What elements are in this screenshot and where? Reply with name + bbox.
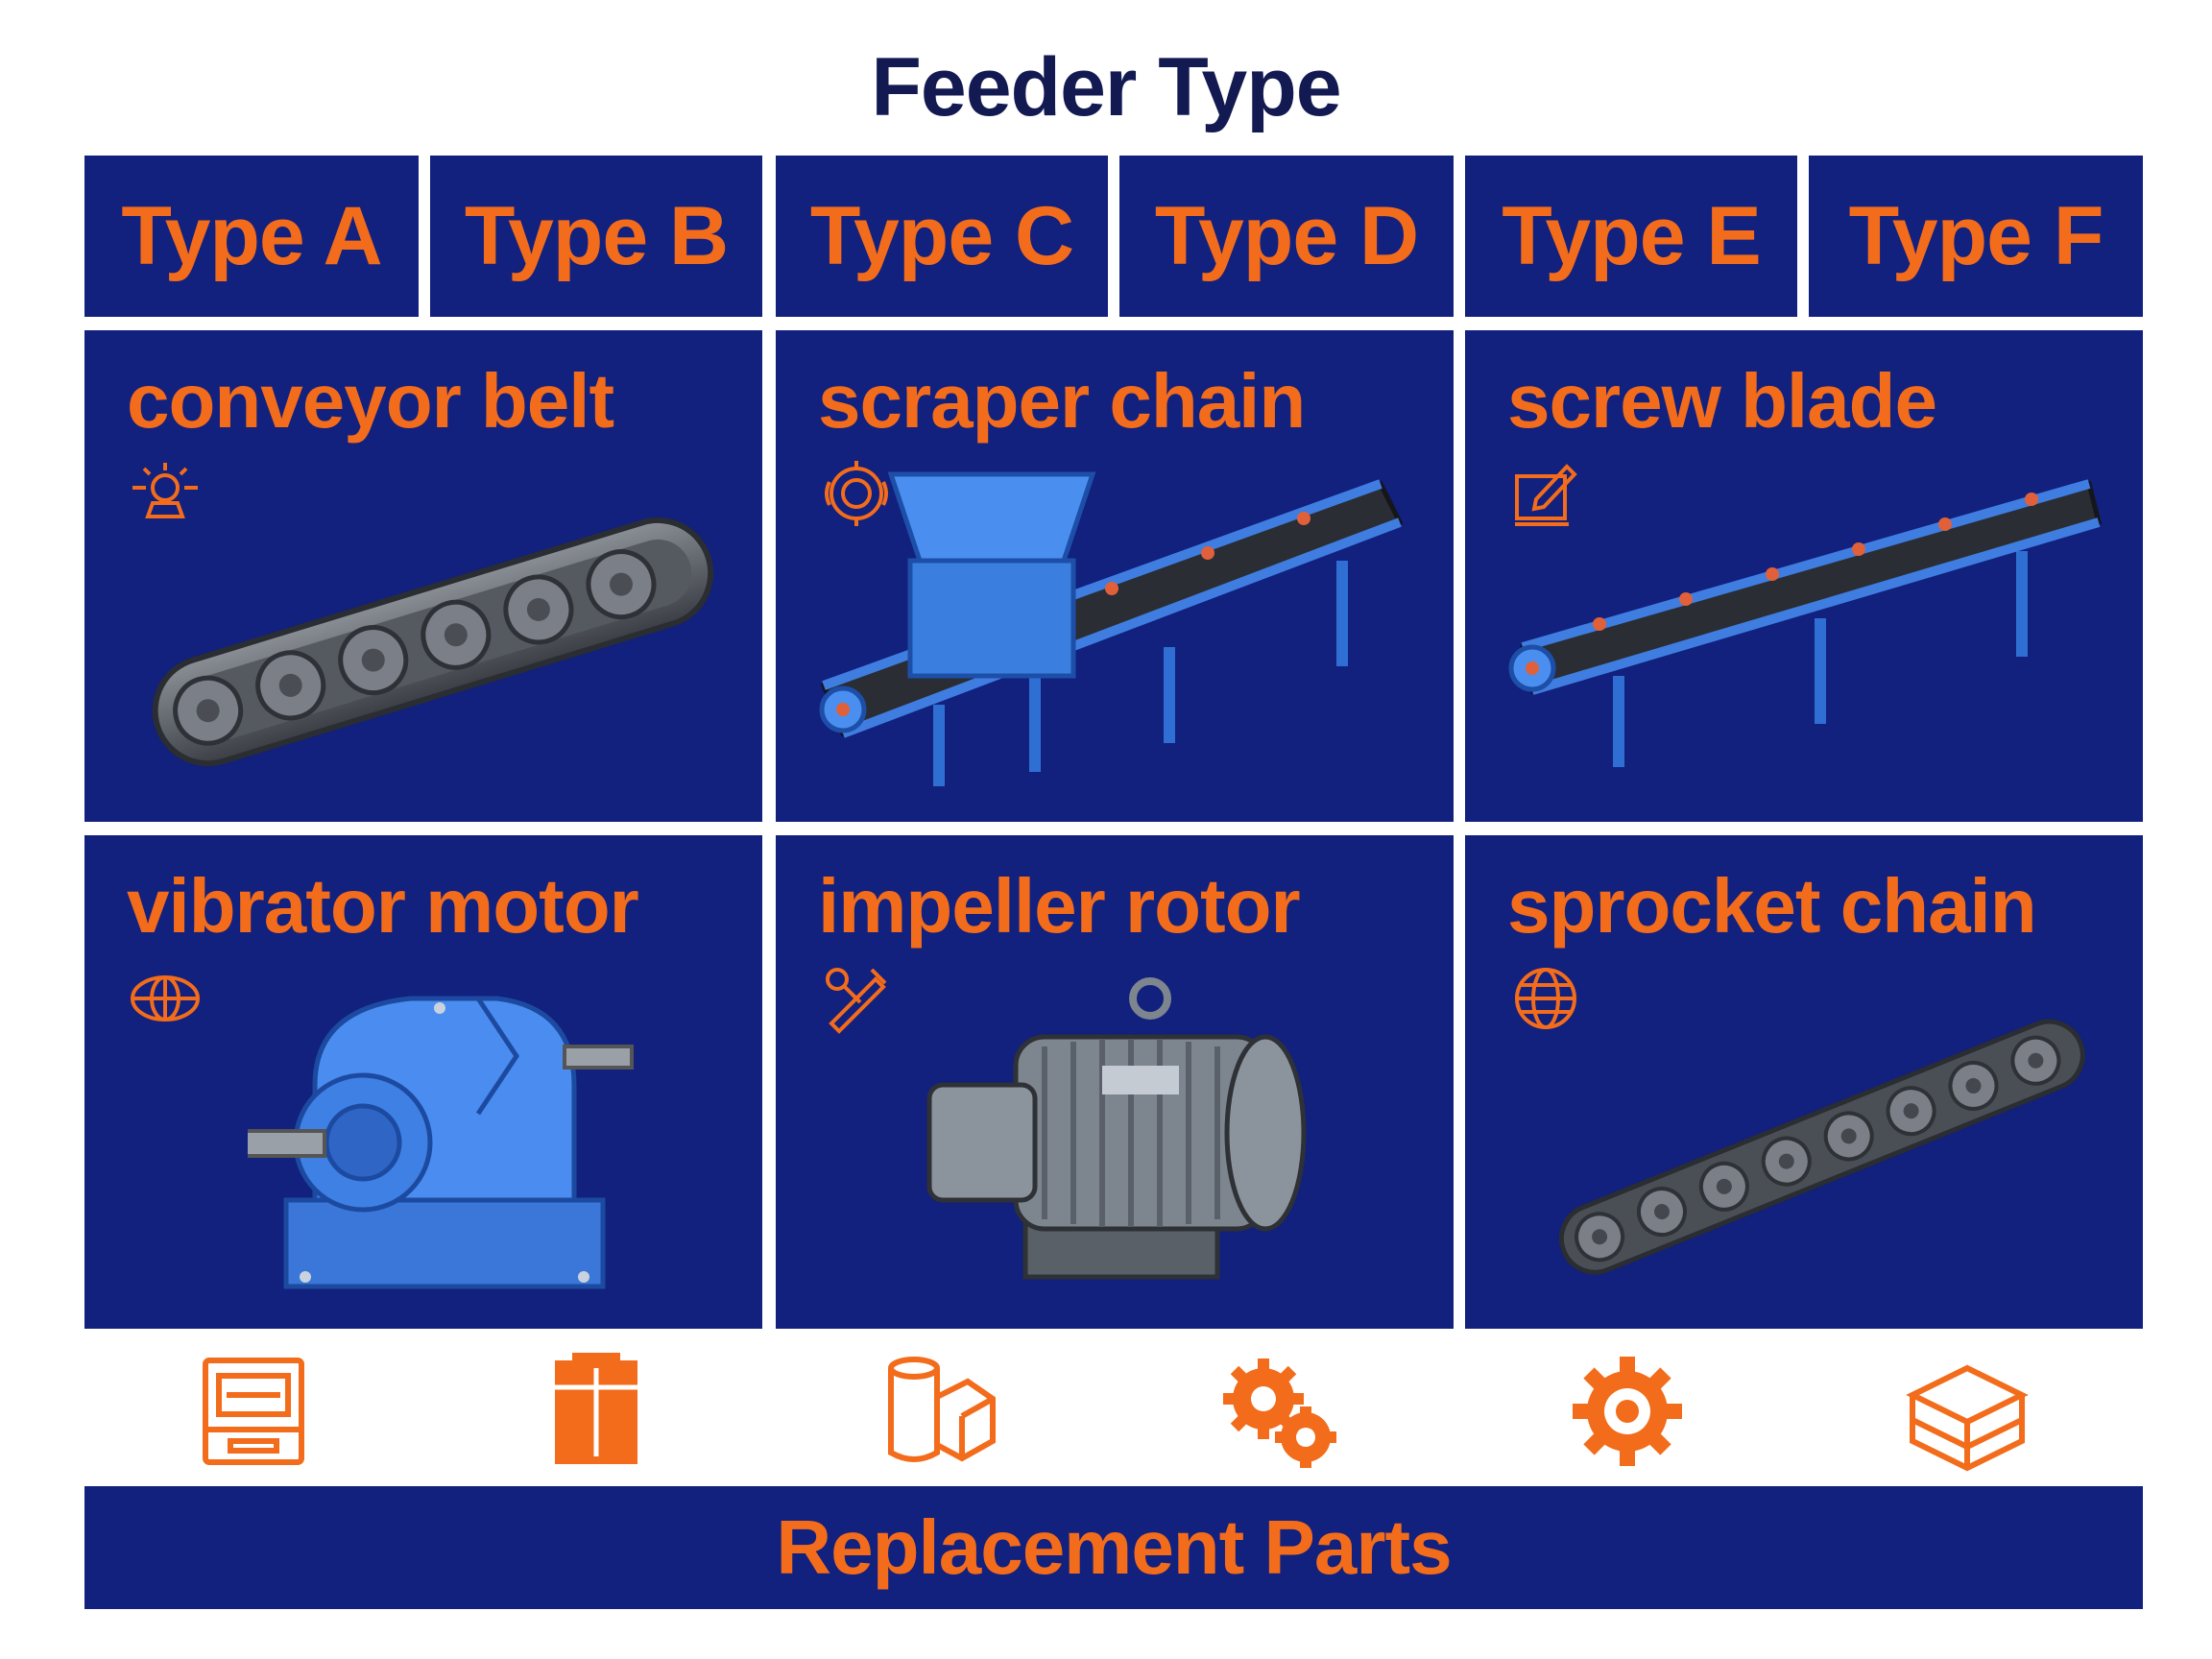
belt-conveyor-image [1508, 479, 2103, 767]
page-title: Feeder Type [871, 41, 1341, 133]
part-label: screw blade [1507, 358, 1937, 444]
cylinder-box-icon [888, 1357, 996, 1462]
roller-chain-image [152, 517, 714, 767]
cabinet-icon [555, 1353, 637, 1464]
part-label: sprocket chain [1507, 863, 2037, 949]
gears-icon [1223, 1358, 1336, 1468]
part-cell-scraper-chain[interactable]: scraper chain [776, 330, 1454, 822]
type-d-cell[interactable]: Type D [1119, 156, 1454, 317]
type-a-cell[interactable]: Type A [84, 156, 419, 317]
hopper-belt-conveyor-image [819, 471, 1404, 786]
part-cell-conveyor-belt[interactable]: conveyor belt [84, 330, 762, 822]
tools-icon [826, 968, 887, 1034]
part-label: scraper chain [818, 358, 1306, 444]
machine-panel-icon [203, 1358, 304, 1465]
gear-icon [1573, 1357, 1682, 1466]
type-c-cell[interactable]: Type C [776, 156, 1108, 317]
part-cell-sprocket-chain[interactable]: sprocket chain [1465, 835, 2143, 1329]
type-b-cell[interactable]: Type B [430, 156, 762, 317]
sun-lamp-icon [132, 463, 198, 518]
roller-chain-image [1558, 1019, 2085, 1275]
part-label: impeller rotor [818, 863, 1301, 949]
edit-box-icon [1515, 464, 1577, 526]
part-label: vibrator motor [127, 863, 639, 949]
part-label: conveyor belt [127, 358, 614, 444]
type-f-cell[interactable]: Type F [1809, 156, 2143, 317]
part-cell-vibrator-motor[interactable]: vibrator motor [84, 835, 762, 1329]
gear-ring-icon [825, 461, 888, 526]
part-cell-screw-blade[interactable]: screw blade [1465, 330, 2143, 822]
gearbox-image [248, 996, 634, 1289]
electric-motor-image [926, 977, 1307, 1280]
globe-icon [1515, 968, 1576, 1029]
part-cell-impeller-rotor[interactable]: impeller rotor [776, 835, 1454, 1329]
layers-box-icon [1906, 1364, 2029, 1472]
grid-globe-icon [131, 975, 200, 1022]
replacement-parts-bar[interactable]: Replacement Parts [84, 1486, 2143, 1609]
type-e-cell[interactable]: Type E [1465, 156, 1797, 317]
